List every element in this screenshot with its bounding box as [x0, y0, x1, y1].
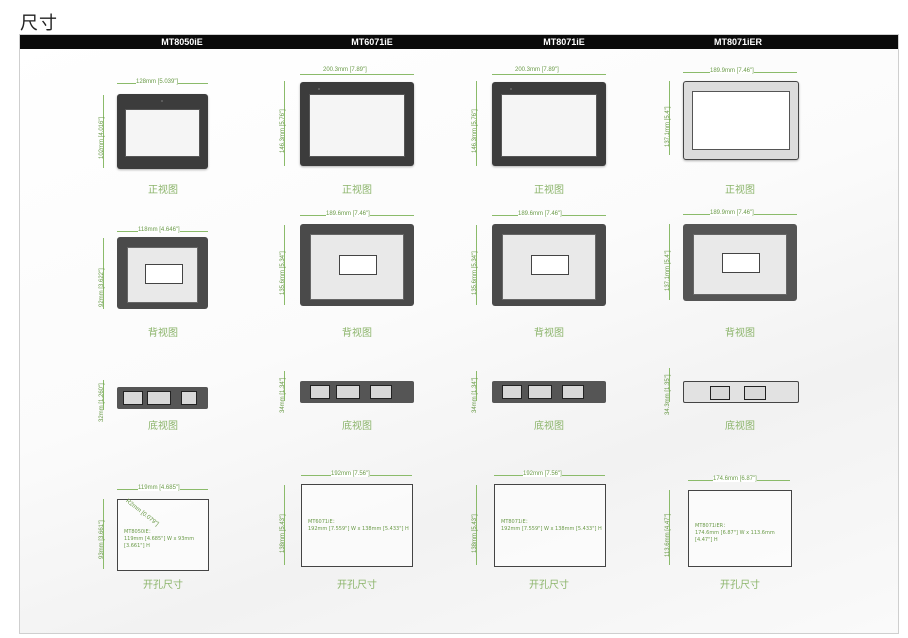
cutout-caption: 开孔尺寸 [529, 580, 569, 591]
back-view-caption: 背视图 [725, 328, 755, 339]
dimension-line [284, 225, 285, 305]
bottom-view-caption: 底视图 [725, 421, 755, 432]
front-view-caption: 正视图 [725, 185, 755, 196]
cutout-outline: MT6071iE：192mm [7.559"] W x 138mm [5.433… [301, 484, 413, 567]
cutout-note: MT6071iE：192mm [7.559"] W x 138mm [5.433… [308, 519, 409, 533]
cutout-note: MT8071iER：174.6mm [6.87"] W x 113.6mm [4… [695, 523, 791, 544]
dimension-line [103, 499, 104, 569]
bottom-height-label: 34.3mm [1.35"] [665, 374, 671, 415]
back-width-label: 189.9mm [7.46"] [710, 210, 754, 216]
bottom-height-label: 34mm [1.34"] [280, 377, 286, 413]
back-view-caption: 背视图 [534, 328, 564, 339]
cutout-spec: 119mm [4.685"] W x 93mm [3.661"] H [124, 536, 195, 550]
dimension-line [476, 225, 477, 305]
dimension-line [300, 74, 414, 75]
back-view-device [117, 237, 208, 309]
back-view-caption: 背视图 [342, 328, 372, 339]
back-height-label: 92mm [3.622"] [99, 268, 105, 307]
cutout-width-label: 192mm [7.56"] [331, 471, 370, 477]
front-view-device [492, 82, 606, 166]
dimension-line [103, 238, 104, 309]
front-height-label: 146.3mm [5.76"] [472, 109, 478, 153]
front-view-device [300, 82, 414, 166]
dimension-line [284, 81, 285, 166]
dimension-line [103, 380, 104, 410]
front-view-caption: 正视图 [148, 185, 178, 196]
cutout-width-label: 119mm [4.685"] [138, 485, 180, 491]
cutout-model: MT8071iE： [501, 519, 531, 526]
cutout-height-label: 93mm [3.661"] [99, 520, 105, 559]
front-height-label: 102mm [4.016"] [99, 116, 105, 159]
front-view-device [117, 94, 208, 169]
back-height-label: 137.1mm [5.4"] [665, 250, 671, 291]
bottom-height-label: 32mm [1.260"] [99, 383, 105, 422]
bottom-view-device [117, 387, 208, 409]
cutout-note: MT8050iE：119mm [4.685"] W x 93mm [3.661"… [124, 529, 208, 550]
bottom-view-caption: 底视图 [148, 421, 178, 432]
front-view-device [683, 81, 799, 160]
cutout-caption: 开孔尺寸 [720, 580, 760, 591]
dimension-line [476, 81, 477, 166]
back-height-label: 135.6mm [5.34"] [472, 251, 478, 295]
model-title-mt8050ie: MT8050iE [161, 37, 203, 47]
cutout-spec: 192mm [7.559"] W x 138mm [5.433"] H [308, 526, 409, 533]
cutout-model: MT8071iER： [695, 522, 729, 529]
cutout-spec: 192mm [7.559"] W x 138mm [5.433"] H [501, 526, 602, 533]
cutout-height-label: 138mm [5.43"] [472, 514, 478, 553]
front-view-caption: 正视图 [342, 185, 372, 196]
bottom-view-device [300, 381, 414, 403]
back-width-label: 189.6mm [7.46"] [518, 211, 562, 217]
dimension-line [284, 485, 285, 565]
front-width-label: 200.3mm [7.89"] [515, 67, 559, 73]
front-height-label: 146.3mm [5.76"] [280, 109, 286, 153]
model-header-bar: MT8050iE MT6071iE MT8071iE MT8071iER [20, 35, 898, 49]
cutout-outline: MT8071iE：192mm [7.559"] W x 138mm [5.433… [494, 484, 606, 567]
dimension-line [103, 95, 104, 168]
dimensions-panel: MT8050iE MT6071iE MT8071iE MT8071iER 128… [19, 34, 899, 634]
bottom-view-caption: 底视图 [342, 421, 372, 432]
back-view-caption: 背视图 [148, 328, 178, 339]
dimension-line [492, 74, 606, 75]
dimension-line [669, 224, 670, 300]
dimension-line [476, 485, 477, 565]
front-height-label: 137.1mm [5.4"] [665, 106, 671, 147]
cutout-caption: 开孔尺寸 [337, 580, 377, 591]
cutout-model: MT6071iE： [308, 519, 338, 526]
bottom-view-caption: 底视图 [534, 421, 564, 432]
dimension-line [669, 81, 670, 155]
cutout-spec: 174.6mm [6.87"] W x 113.6mm [4.47"] H [695, 529, 775, 543]
cutout-height-label: 138mm [5.43"] [280, 514, 286, 553]
cutout-outline: MT8071iER：174.6mm [6.87"] W x 113.6mm [4… [688, 490, 792, 567]
bottom-view-device [492, 381, 606, 403]
dimension-line [476, 371, 477, 401]
cutout-width-label: 192mm [7.56"] [523, 471, 562, 477]
bottom-height-label: 34mm [1.34"] [472, 377, 478, 413]
page-title: 尺寸 [20, 13, 58, 34]
dimension-line [669, 490, 670, 565]
back-height-label: 135.6mm [5.34"] [280, 251, 286, 295]
dimension-line [284, 371, 285, 401]
cutout-model: MT8050iE： [124, 529, 154, 536]
dimension-line [669, 368, 670, 402]
bottom-view-device [683, 381, 799, 403]
cutout-outline: R2mm [0.079"] MT8050iE：119mm [4.685"] W … [117, 498, 209, 571]
front-width-label: 189.9mm [7.46"] [710, 68, 754, 74]
back-width-label: 189.6mm [7.46"] [326, 211, 370, 217]
model-title-mt6071ie: MT6071iE [351, 37, 393, 47]
front-width-label: 200.3mm [7.89"] [323, 67, 367, 73]
cutout-note: MT8071iE：192mm [7.559"] W x 138mm [5.433… [501, 519, 602, 533]
cutout-height-label: 113.6mm [4.47"] [665, 513, 671, 557]
model-title-mt8071ier: MT8071iER [713, 37, 763, 47]
cutout-caption: 开孔尺寸 [143, 580, 183, 591]
front-width-label: 128mm [5.039"] [136, 79, 179, 85]
cutout-width-label: 174.6mm [6.87"] [713, 476, 757, 482]
cutout-radius-label: R2mm [0.079"] [124, 498, 160, 528]
front-view-caption: 正视图 [534, 185, 564, 196]
back-width-label: 118mm [4.646"] [138, 227, 180, 233]
back-view-device [492, 224, 606, 306]
back-view-device [300, 224, 414, 306]
back-view-device [683, 224, 797, 301]
model-title-mt8071ie: MT8071iE [543, 37, 585, 47]
